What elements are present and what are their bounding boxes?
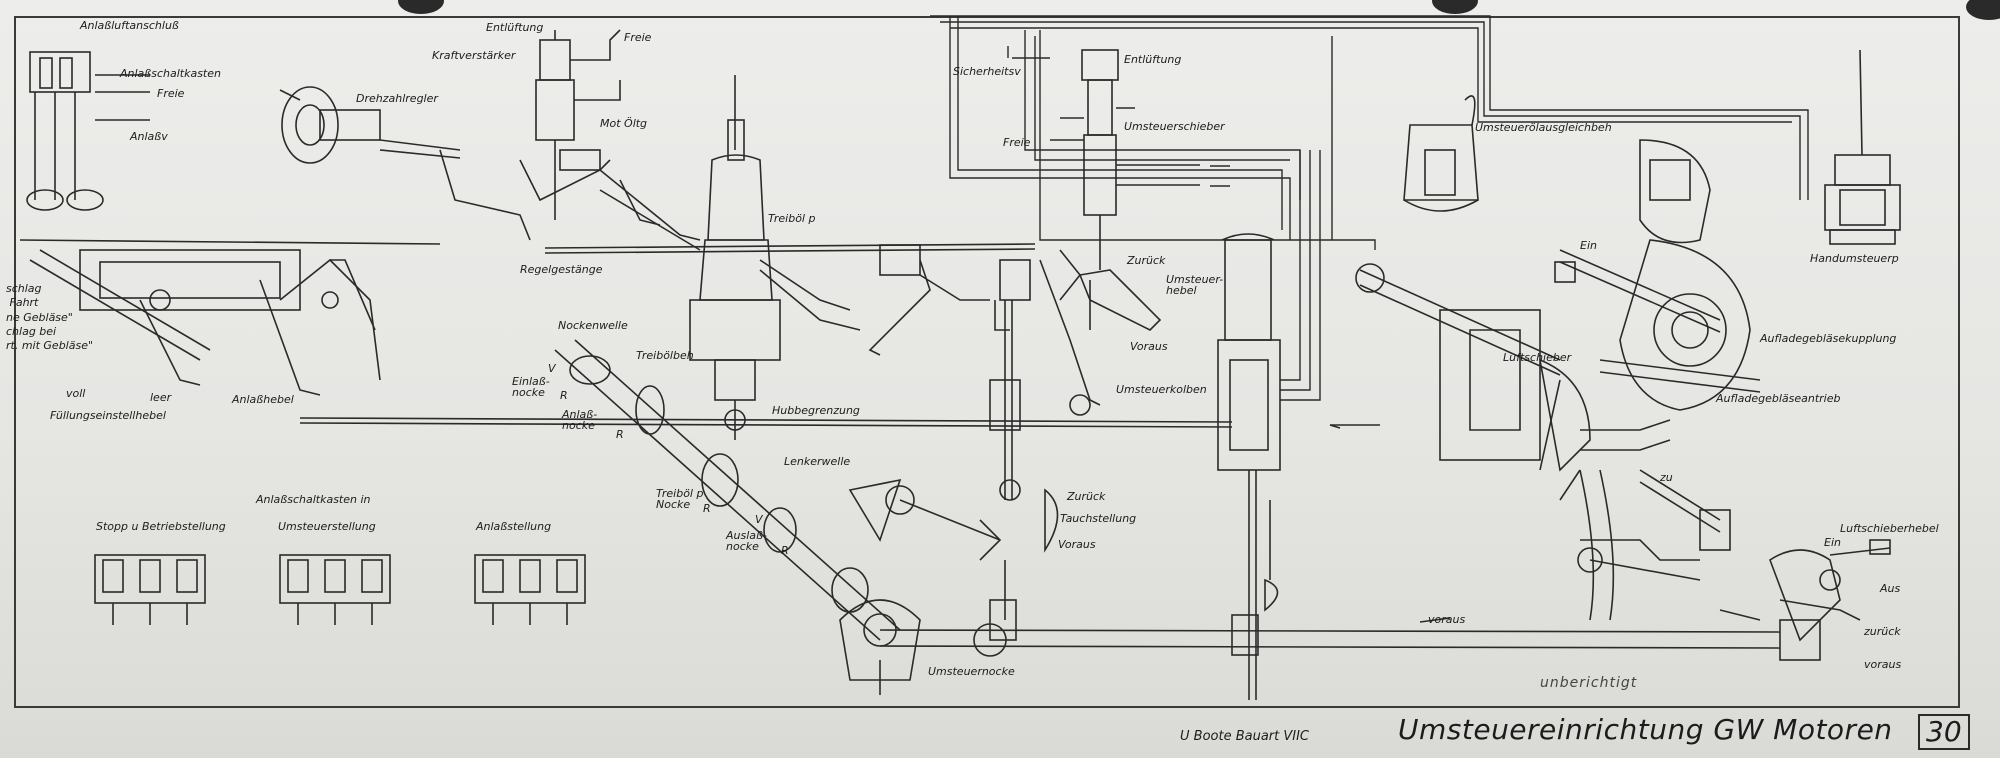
- label-aus: Aus: [1880, 582, 1901, 595]
- drawing-title: Umsteuereinrichtung GW Motoren: [1398, 713, 1893, 746]
- power-amplifier: [519, 29, 701, 251]
- label-luftschieberhebel: Luftschieberhebel: [1840, 522, 1939, 535]
- sheet-number: 30: [1918, 714, 1970, 750]
- label-r1: R: [560, 389, 568, 402]
- label-leer: leer: [150, 391, 172, 404]
- label-v3: V: [755, 513, 763, 526]
- reversing-cam-linkage: [839, 478, 1007, 695]
- fuel-injection-pump: [689, 75, 990, 440]
- dive-position-lever: [979, 259, 1101, 641]
- label-nockenwelle: Nockenwelle: [558, 319, 628, 332]
- label-entlueftung-right: Entlüftung: [1124, 53, 1182, 66]
- label-lenkerwelle: Lenkerwelle: [784, 455, 851, 468]
- hydraulic-pipes: [930, 15, 1809, 401]
- label-zurueck-mid: Zurück: [1067, 490, 1106, 503]
- label-luftschieber: Luftschieber: [1503, 351, 1572, 364]
- subtitle: U Boote Bauart VIIC: [1180, 729, 1310, 744]
- label-voll: voll: [66, 387, 86, 400]
- drawing-frame: [14, 16, 1960, 708]
- pin-mark: [1432, 0, 1478, 14]
- label-entlueftung-top: Entlüftung: [486, 21, 544, 34]
- label-anlasshebel: Anlaßhebel: [232, 393, 294, 406]
- label-regelgestaenge: Regelgestänge: [520, 263, 603, 276]
- camshaft: [554, 339, 901, 641]
- label-freie-mid: Freie: [1003, 136, 1031, 149]
- label-anlassnocke: Anlaß- nocke: [562, 408, 598, 432]
- pin-mark: [398, 0, 444, 14]
- reversing-lever: [1059, 249, 1162, 331]
- label-r3: R: [703, 502, 711, 515]
- label-sicherheitsv: Sicherheitsv: [953, 65, 1021, 78]
- label-mot-oeltg: Mot Öltg: [600, 117, 648, 130]
- label-voraus-bottom: voraus: [1428, 613, 1466, 626]
- label-fuellungseinstellhebel: Füllungseinstellhebel: [50, 409, 166, 422]
- starting-switchbox: [26, 51, 150, 211]
- label-umsteuerstellung: Umsteuerstellung: [278, 520, 376, 533]
- label-zurueck-right: zurück: [1864, 625, 1901, 638]
- label-treiboelbeh: Treibölbeh: [636, 349, 694, 362]
- label-umsteuernocke: Umsteuernocke: [928, 665, 1015, 678]
- pin-mark: [1966, 0, 2000, 20]
- reversing-valve: [1050, 49, 1200, 270]
- label-stopp-betriebstellung: Stopp u Betriebstellung: [96, 520, 226, 533]
- label-hubbegrenzung: Hubbegrenzung: [772, 404, 860, 417]
- label-ein-top: Ein: [1580, 239, 1597, 252]
- switchbox-detail-views: [94, 554, 586, 625]
- label-zurueck-top: Zurück: [1127, 254, 1166, 267]
- air-slide-lever: [1577, 469, 1891, 661]
- label-r4: R: [781, 544, 789, 557]
- label-anlassschaltkasten-in: Anlaßschaltkasten in: [256, 493, 371, 506]
- label-drehzahlregler: Drehzahlregler: [356, 92, 438, 105]
- label-voraus-mid: Voraus: [1058, 538, 1096, 551]
- label-auslassnocke: Auslaß- nocke: [726, 529, 767, 553]
- label-v1: V: [548, 362, 556, 375]
- label-voraus-top: Voraus: [1130, 340, 1168, 353]
- label-anlassschaltkasten: Anlaßschaltkasten: [120, 67, 221, 80]
- label-freie-top: Freie: [624, 31, 652, 44]
- label-handumsteuerp: Handumsteuerp: [1810, 252, 1899, 265]
- label-schlag-block: schlag Fahrt ne Gebläse" chlag bei rt. m…: [6, 282, 94, 353]
- label-umsteuerschieber: Umsteuerschieber: [1124, 120, 1225, 133]
- linkage-rods: [19, 239, 1781, 649]
- oil-compensation-tank: [1403, 95, 1479, 212]
- label-umsteuerkolben: Umsteuerkolben: [1116, 383, 1207, 396]
- label-zu: zu: [1660, 471, 1673, 484]
- label-ein-right: Ein: [1824, 536, 1841, 549]
- label-anlassv: Anlaßv: [130, 130, 168, 143]
- label-treiboelp-nocke: Treiböl p Nocke: [656, 487, 704, 511]
- reversing-piston: [1217, 233, 1281, 700]
- label-umsteuerhebel: Umsteuer- hebel: [1166, 273, 1224, 297]
- supercharger-clutch: [1554, 139, 1761, 411]
- speed-governor: [279, 86, 531, 241]
- filling-lever-mechanism: [29, 249, 381, 396]
- label-kraftverstaerker: Kraftverstärker: [432, 49, 516, 62]
- label-treiboelp: Treiböl p: [768, 212, 816, 225]
- revision-note: unberichtigt: [1540, 675, 1638, 691]
- label-voraus-right: voraus: [1864, 658, 1902, 671]
- label-aufladegeblaeseantrieb: Aufladegebläseantrieb: [1716, 392, 1841, 405]
- label-anlassstellung: Anlaßstellung: [476, 520, 552, 533]
- label-tauchstellung: Tauchstellung: [1060, 512, 1137, 525]
- hand-reversing-pump: [1824, 49, 1901, 245]
- label-anlassluftanschluss: Anlaßluftanschluß: [80, 19, 179, 32]
- label-aufladegeblaesekupplung: Aufladegebläsekupplung: [1760, 332, 1897, 345]
- air-slide-valve: [1355, 263, 1671, 621]
- label-freie-left: Freie: [157, 87, 185, 100]
- label-einlassnocke: Einlaß- nocke: [512, 375, 550, 399]
- label-r2: R: [616, 428, 624, 441]
- direction-arrows: [1210, 165, 1581, 623]
- label-umsteueroelausgleichbeh: Umsteuerölausgleichbeh: [1475, 121, 1612, 134]
